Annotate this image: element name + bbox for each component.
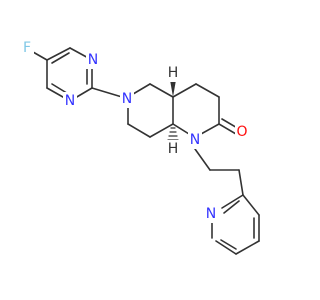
atom-n-pyrimidine-top: N	[86, 51, 100, 69]
fluoropyrimidine-ring	[32, 47, 93, 102]
atom-o-carbonyl: O	[235, 123, 249, 141]
atom-n-lactam: N	[188, 131, 202, 149]
bond-c-f	[32, 51, 48, 61]
bond	[242, 194, 260, 216]
bond	[149, 83, 174, 98]
atom-label-h: H	[168, 65, 179, 81]
bond-c-o	[218, 123, 237, 135]
double-bond-inner	[51, 52, 70, 64]
atom-label-h: H	[168, 141, 179, 157]
bond	[200, 123, 220, 135]
atom-n-piperidine: N	[120, 90, 134, 108]
bond	[172, 123, 190, 135]
bond	[235, 240, 260, 255]
piperidine-ring	[127, 83, 174, 138]
stereo-hash-bottom	[167, 127, 179, 141]
bond	[127, 123, 151, 138]
lactam-ring	[172, 83, 240, 135]
bond	[221, 194, 244, 209]
atom-label-o: O	[236, 124, 247, 140]
atom-label-n: N	[122, 91, 132, 107]
bond	[195, 83, 220, 98]
atom-f: F	[20, 39, 34, 57]
molecule-structure: F N N N H H N O N	[20, 39, 260, 255]
atom-n-pyrimidine-bottom: N	[63, 92, 77, 110]
atom-label-f: F	[23, 40, 31, 56]
atom-label-n: N	[88, 52, 98, 68]
atom-h-top: H	[166, 64, 180, 82]
double-bond-inner	[220, 239, 237, 250]
bond	[149, 123, 174, 138]
bond-n-ch2	[194, 148, 211, 171]
bond	[46, 47, 71, 61]
bond	[215, 240, 237, 255]
double-bond-inner	[223, 200, 240, 214]
atom-h-bottom: H	[166, 140, 180, 158]
stereo-wedge-top	[170, 80, 176, 97]
atom-n-pyridine: N	[204, 205, 218, 223]
bond-aryl-n	[91, 87, 123, 98]
atom-label-n: N	[190, 132, 200, 148]
pyridine-ring	[211, 194, 260, 255]
atom-label-n: N	[206, 206, 216, 222]
bond	[172, 83, 197, 98]
bond-ch2-pyridine	[238, 169, 244, 196]
atom-label-n: N	[65, 93, 75, 109]
